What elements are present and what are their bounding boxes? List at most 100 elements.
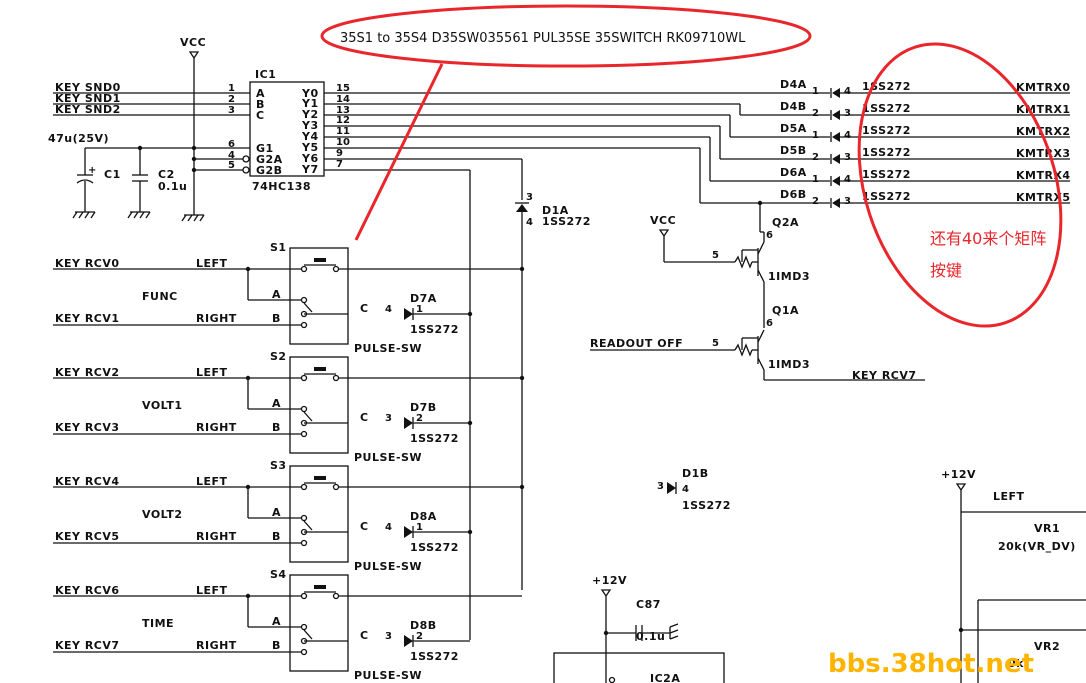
switch-rcv-b: KEY RCV3 [55,421,120,434]
switch-diode-ref: D8B [410,619,437,632]
switch-pin-b: B [272,312,281,325]
matrix-diode-ref: D6A [780,166,807,179]
matrix-diode-part: 1SS272 [862,146,911,159]
svg-text:15: 15 [336,83,350,94]
ic1-pin-y6: Y6 [301,152,319,165]
svg-text:10: 10 [336,137,350,148]
switch-diode-part: 1SS272 [410,323,459,336]
red-annotations: 35S1 to 35S4 D35SW035561 PUL35SE 35SWITC… [320,4,1063,328]
svg-text:4: 4 [526,217,533,228]
switch-diode-part: 1SS272 [410,541,459,554]
matrix-row: D6B 2 3 1SS272 KMTRX5 [780,188,1071,208]
key-snd-inputs: KEY SND0 KEY SND1 KEY SND2 [53,81,250,174]
matrix-row: D5A 1 4 1SS272 KMTRX2 [780,122,1070,142]
matrix-net-label: KMTRX5 [1016,191,1071,204]
switch-rcv-a: KEY RCV0 [55,257,120,270]
svg-text:3: 3 [526,192,533,203]
matrix-row: D5B 2 3 1SS272 KMTRX3 [780,144,1071,164]
switch-rcv-b: KEY RCV7 [55,639,120,652]
vcc-arrow-icon [188,51,200,60]
switch-diode-part: 1SS272 [410,650,459,663]
ic1-pin-g2a: G2A [256,153,283,166]
ic2a-label: IC2A [650,672,680,683]
switch-diode-part: 1SS272 [410,432,459,445]
ic1-pin-y4: Y4 [301,130,319,143]
svg-text:3: 3 [228,105,235,116]
switch-diode-ref: D7A [410,292,437,305]
q2a-part: 1IMD3 [768,270,810,283]
switch-part: PULSE-SW [354,451,422,464]
svg-text:4: 4 [682,484,689,495]
matrix-diode-ref: D4A [780,78,807,91]
svg-text:2: 2 [228,94,235,105]
svg-text:6: 6 [228,139,235,150]
switch-pin-c: C [360,411,369,424]
ic1-pin-g1: G1 [256,142,274,155]
svg-text:4: 4 [228,150,235,161]
switch-right: RIGHT [196,639,237,652]
vcc-symbol: VCC [180,36,206,215]
switch-rcv-b: KEY RCV1 [55,312,120,325]
matrix-pin: 2 [812,108,819,119]
switch-s3: S3 KEY RCV4 LEFT A VOLT2 KEY RCV5 RIGHT … [53,459,525,573]
matrix-note-line1: 还有40来个矩阵 [930,229,1046,248]
matrix-diode-part: 1SS272 [862,190,911,203]
svg-text:1: 1 [228,83,235,94]
matrix-pin: 4 [844,86,851,97]
switch-pin-b: B [272,639,281,652]
d1a-diode: D1A 1SS272 3 4 [515,192,590,590]
svg-text:6: 6 [766,230,773,241]
svg-text:9: 9 [336,148,343,159]
switch-rcv-a: KEY RCV6 [55,584,120,597]
matrix-row: D4B 2 3 1SS272 KMTRX1 [780,100,1070,120]
matrix-pin: 1 [812,130,819,141]
ic1-pin-g2b: G2B [256,164,283,177]
matrix-pin: 1 [812,86,819,97]
matrix-diode-part: 1SS272 [862,124,911,137]
c87-label: C87 [636,598,661,611]
c2-value: 0.1u [158,180,187,193]
switch-rcv-b: KEY RCV5 [55,530,120,543]
ic1-part: 74HC138 [252,180,311,193]
switch-s4: S4 KEY RCV6 LEFT A TIME KEY RCV7 RIGHT B… [53,568,522,682]
matrix-pin: 3 [844,152,851,163]
ic1-pin-y2: Y2 [301,108,319,121]
switch-diode-pin: 1 [416,522,423,533]
decoupling-capacitors: 47u(25V) + C1 C2 0.1u [48,132,205,222]
switch-part: PULSE-SW [354,669,422,682]
ic1-pin-y5: Y5 [301,141,319,154]
key-snd2-label: KEY SND2 [55,103,121,116]
ic1-pin-y3: Y3 [301,119,319,132]
matrix-pin: 4 [844,130,851,141]
switch-pin-a: A [272,506,281,519]
switch-pin-c: C [360,629,369,642]
switch-pin-c: C [360,520,369,533]
d1b-ref: D1B [682,467,709,480]
switch-ref: S1 [270,241,287,254]
switch-diode-pin: 2 [416,413,423,424]
switch-ref: S4 [270,568,287,581]
ic1-pin-y0: Y0 [301,87,319,100]
switch-ref: S2 [270,350,287,363]
switch-c-pin-num: 4 [385,304,392,315]
matrix-net-label: KMTRX3 [1016,147,1071,160]
switch-c-pin-num: 4 [385,522,392,533]
matrix-diodes: D4A 1 4 1SS272 KMTRX0 D4B 2 3 1SS272 KMT… [757,78,1071,232]
svg-text:13: 13 [336,105,350,116]
switch-s1: S1 KEY RCV0 LEFT A FUNC KEY RCV1 RIGHT B… [53,241,525,355]
ic1-pin-b: B [256,98,265,111]
switch-right: RIGHT [196,530,237,543]
switch-c-pin-num: 3 [385,631,392,642]
matrix-diode-ref: D6B [780,188,807,201]
matrix-net-label: KMTRX0 [1016,81,1071,94]
svg-text:7: 7 [336,159,343,170]
c2-label: C2 [158,168,175,181]
ic1-pin-y7: Y7 [301,163,319,176]
q1a-part: 1IMD3 [768,358,810,371]
q2a-ref: Q2A [772,216,799,229]
svg-text:3: 3 [657,481,664,492]
switch-diode-ref: D8A [410,510,437,523]
svg-text:14: 14 [336,94,350,105]
switch-pin-b: B [272,530,281,543]
